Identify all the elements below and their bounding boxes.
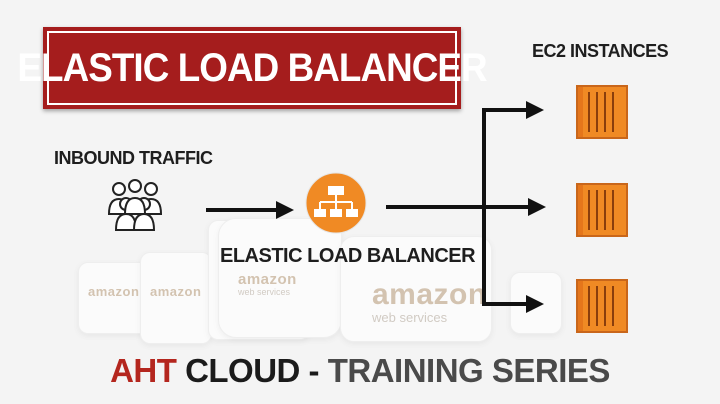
load-balancer-icon [305,172,367,234]
series-title-aht: AHT [110,352,177,389]
ec2-instance-icon [576,279,628,333]
title-banner-border: ELASTIC LOAD BALANCER [17,31,488,105]
background-device-center [218,218,342,338]
watermark-amazon-large: amazon web services [372,278,487,325]
watermark-brand-text: amazon [372,278,487,311]
background-device-left-2 [140,252,212,344]
watermark-sub-text: web services [238,287,291,297]
ec2-instance-icon [576,183,628,237]
arrowhead-ec2-bottom [526,295,544,313]
ec2-instance-icon [576,85,628,139]
ec2-instances-label: EC2 INSTANCES [532,41,669,61]
arrows-elb-to-ec2 [386,108,532,306]
arrow-traffic-to-elb [206,201,294,219]
arrowhead-ec2-middle [528,198,546,216]
arrowhead-ec2-top [526,101,544,119]
title-banner: ELASTIC LOAD BALANCER [17,27,488,109]
watermark-brand-text: amazon [150,284,202,299]
watermark-brand-text: amazon [238,271,297,288]
watermark-brand-text: amazon [88,284,140,299]
background-device-right [340,236,492,342]
watermark-amazon-mid: amazon web services [238,272,297,297]
elb-label: ELASTIC LOAD BALANCER [220,245,476,267]
series-title-training: TRAINING SERIES [327,352,611,389]
watermark-amazon-small: amazon [88,285,139,298]
series-title-cloud: CLOUD - [185,352,320,389]
inbound-traffic-label: INBOUND TRAFFIC [54,148,213,168]
series-title: AHT CLOUD - TRAINING SERIES [0,352,720,390]
watermark-amazon-small-2: amazon [150,285,201,298]
watermark-sub-text: web services [372,310,448,325]
page-title: ELASTIC LOAD BALANCER [17,45,487,90]
users-icon [107,179,163,231]
